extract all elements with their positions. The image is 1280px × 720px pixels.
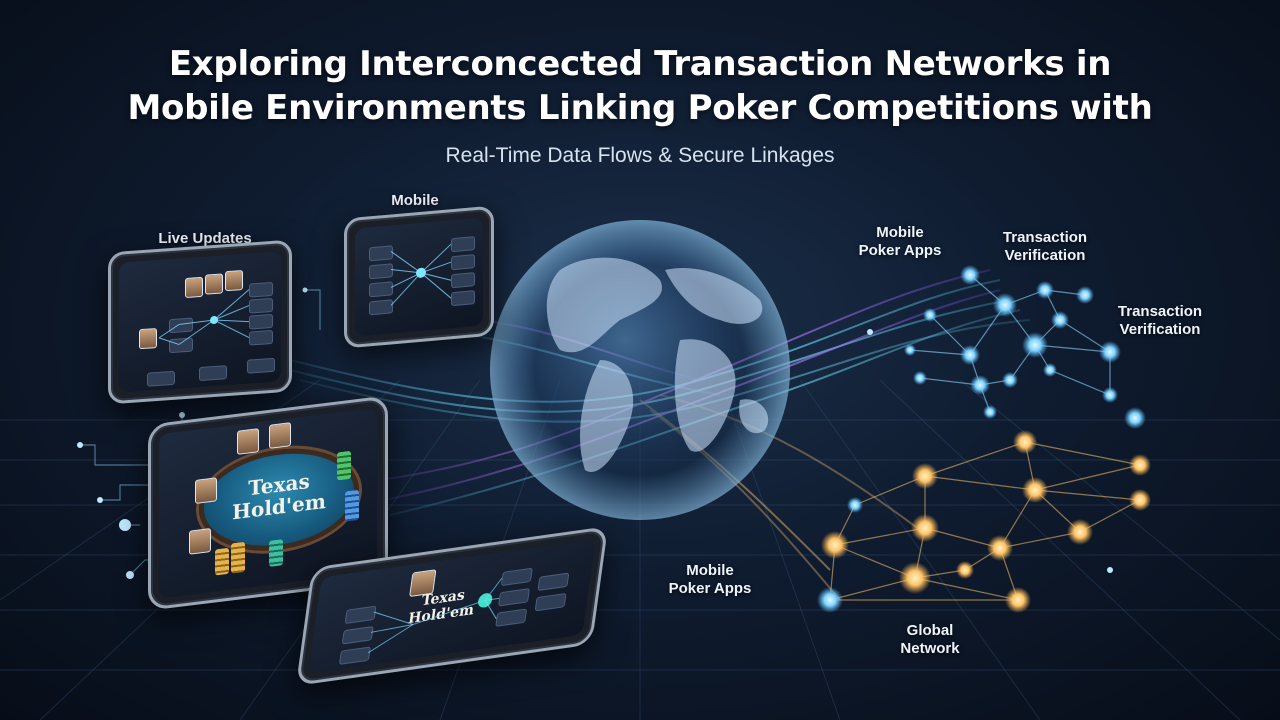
poker-chips: [337, 450, 351, 481]
bracket-lines: [158, 289, 250, 346]
bracket-lines: [390, 243, 452, 306]
avatar: [189, 527, 211, 555]
page-title: Exploring Interconcected Transaction Net…: [0, 42, 1280, 130]
label-global-network: Global Network: [900, 622, 960, 657]
bracket-lines: [367, 577, 503, 654]
title-line-2: Mobile Environments Linking Poker Compet…: [127, 88, 1153, 128]
title-line-1: Exploring Interconcected Transaction Net…: [168, 44, 1112, 84]
label-live-updates: Live Updates: [158, 230, 252, 247]
label-mobile-poker-apps-bottom: Mobile Poker Apps: [668, 562, 752, 597]
label-mobile: Mobile: [391, 192, 439, 209]
label-transaction-verification-top: Transaction Verification: [1002, 229, 1088, 264]
phone-live-updates-screen: [119, 251, 281, 393]
poker-chips: [215, 547, 229, 576]
phone-live-updates: [108, 239, 292, 405]
label-transaction-verification-right: Transaction Verification: [1117, 303, 1203, 338]
poker-chips: [345, 489, 359, 522]
phone-mobile: [344, 205, 494, 349]
poker-chips: [269, 539, 283, 567]
label-mobile-poker-apps-top: Mobile Poker Apps: [858, 224, 942, 259]
subtitle: Real-Time Data Flows & Secure Linkages: [445, 144, 835, 167]
phone-texas-holdem-small-screen: Texas Hold'em: [308, 538, 596, 674]
phone-texas-holdem-small: Texas Hold'em: [295, 526, 609, 686]
phone-mobile-screen: [355, 217, 483, 337]
avatar: [195, 477, 217, 504]
avatar: [269, 422, 291, 449]
poker-chips: [231, 541, 245, 574]
avatar: [237, 428, 259, 455]
